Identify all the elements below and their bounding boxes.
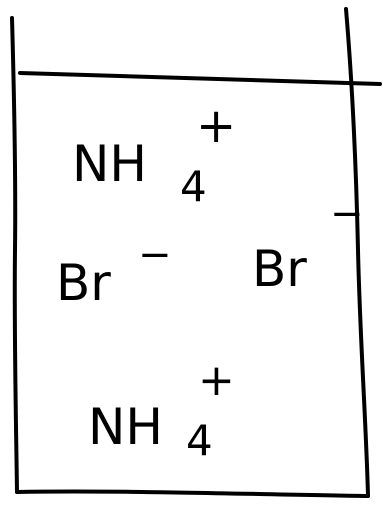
ammonium-ion-top: NH 4 + [72,98,236,211]
beaker-right-wall [344,7,370,498]
ion-subscript: 4 [180,162,207,211]
ion-charge: − [330,191,364,237]
ion-base: Br [252,240,307,298]
bromide-ion-left: Br − [56,232,172,312]
ion-charge: + [198,355,235,406]
ion-subscript: 4 [186,416,213,465]
ion-base: Br [56,254,111,312]
ion-charge: + [196,98,236,154]
beaker-bottom [15,489,370,498]
beaker-left-wall [10,16,19,494]
bromide-ion-right: Br − [252,191,364,298]
ion-base: NH [88,398,163,456]
liquid-surface-line [18,71,382,86]
ammonium-ion-bottom: NH 4 + [88,355,235,465]
ion-charge: − [138,232,172,278]
ion-base: NH [72,135,147,193]
